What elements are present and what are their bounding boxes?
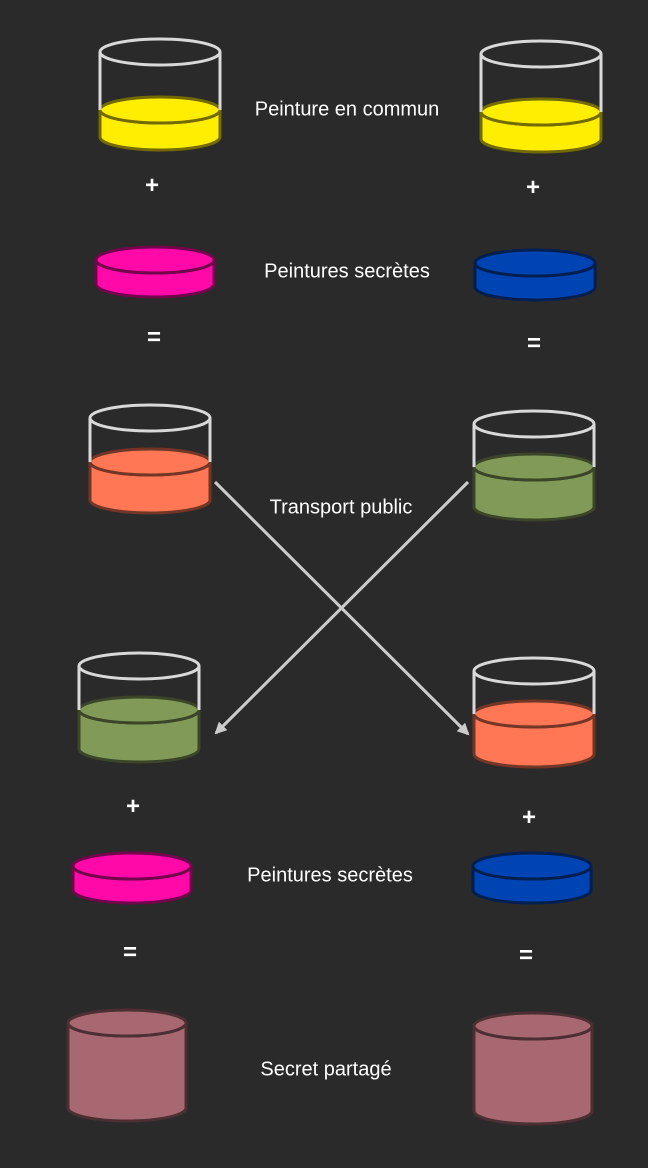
received-beaker-right — [472, 656, 596, 769]
public-transport-label: Transport public — [269, 496, 413, 519]
shared-secret-label: Secret partagé — [260, 1058, 392, 1081]
mixed-beaker-left — [88, 403, 212, 515]
public-transport-arrows — [213, 480, 470, 736]
plus-sign-left-top: + — [144, 172, 160, 199]
equals-sign-left-top: = — [146, 324, 162, 351]
plus-sign-right-bottom: + — [521, 804, 537, 831]
equals-sign-left-bottom: = — [122, 939, 138, 966]
plus-sign-right-top: + — [525, 174, 541, 201]
secret-paints-label-top: Peintures secrètes — [264, 260, 430, 283]
common-paint-label: Peinture en commun — [254, 98, 440, 121]
common-paint-beaker-right — [479, 39, 603, 154]
common-paint-beaker-left — [98, 37, 222, 152]
mixed-beaker-right — [472, 409, 596, 522]
equals-sign-right-bottom: = — [518, 942, 534, 969]
received-beaker-left — [77, 651, 201, 764]
secret-paint-right — [473, 248, 597, 302]
secret-paint-left-bottom — [71, 851, 193, 905]
secret-paint-right-bottom — [471, 851, 593, 905]
equals-sign-right-top: = — [526, 330, 542, 357]
paint-containers — [66, 37, 603, 1126]
shared-secret-left — [66, 1008, 188, 1123]
secret-paints-label-bottom: Peintures secrètes — [247, 864, 413, 887]
secret-paint-left — [94, 245, 216, 299]
shared-secret-right — [472, 1011, 594, 1126]
plus-sign-left-bottom: + — [125, 793, 141, 820]
arrow-right-to-left — [214, 480, 470, 735]
